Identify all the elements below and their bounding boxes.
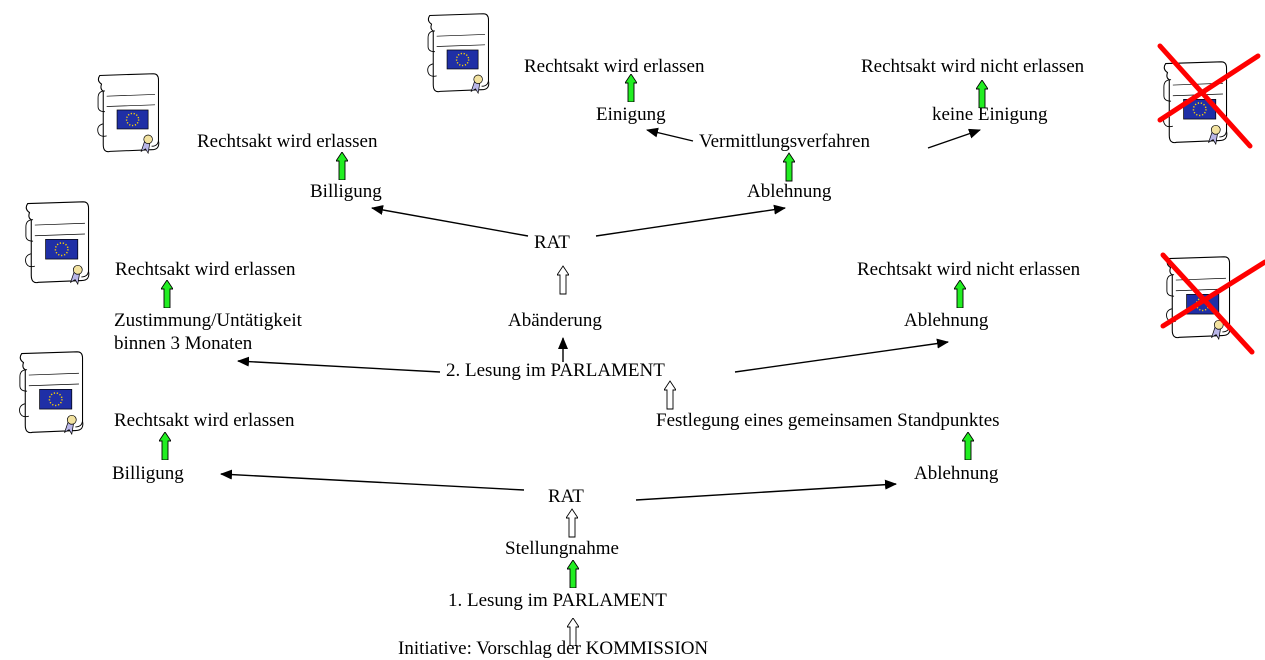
rat-label: RAT	[548, 486, 584, 507]
green-up-arrow	[567, 560, 579, 588]
scroll-document-icon	[426, 12, 490, 94]
result-label: Rechtsakt wird erlassen	[524, 56, 705, 77]
initiative-label: Initiative: Vorschlag der KOMMISSION	[398, 638, 709, 659]
red-cross-icon	[1157, 43, 1261, 149]
keine-einigung-label: keine Einigung	[932, 104, 1048, 125]
flow-arrows	[220, 127, 981, 501]
green-up-arrow	[962, 432, 974, 460]
red-cross-icon	[1160, 252, 1265, 355]
rat-label: RAT	[534, 232, 570, 253]
zustimmung-label-line1: Zustimmung/Untätigkeit	[114, 310, 302, 331]
scroll-document-icon	[24, 200, 90, 285]
result-label: Rechtsakt wird erlassen	[197, 131, 378, 152]
result-label: Rechtsakt wird erlassen	[114, 410, 295, 431]
billigung-label: Billigung	[310, 181, 382, 202]
green-up-arrow	[625, 74, 637, 102]
white-up-arrow	[664, 380, 676, 410]
white-up-arrow	[566, 508, 578, 538]
green-up-arrow	[159, 432, 171, 460]
scroll-document-icon	[18, 350, 84, 435]
ablehnung-label: Ablehnung	[747, 181, 832, 202]
stellungnahme-label: Stellungnahme	[505, 538, 619, 559]
result-label: Rechtsakt wird erlassen	[115, 259, 296, 280]
festlegung-label: Festlegung eines gemeinsamen Standpunkte…	[656, 410, 1000, 431]
green-up-arrow	[783, 152, 795, 182]
vermittlung-label: Vermittlungsverfahren	[699, 131, 870, 152]
einigung-label: Einigung	[596, 104, 666, 125]
scroll-document-icon	[96, 72, 160, 154]
abaenderung-label: Abänderung	[508, 310, 602, 331]
zustimmung-label-line2: binnen 3 Monaten	[114, 333, 253, 354]
result-label: Rechtsakt wird nicht erlassen	[857, 259, 1081, 280]
green-up-arrow	[336, 152, 348, 180]
ablehnung-label: Ablehnung	[904, 310, 989, 331]
erste-lesung-label: 1. Lesung im PARLAMENT	[448, 590, 667, 611]
billigung-label: Billigung	[112, 463, 184, 484]
white-up-arrow	[557, 265, 569, 295]
zweite-lesung-label: 2. Lesung im PARLAMENT	[446, 360, 665, 381]
green-up-arrow	[161, 280, 173, 308]
result-label: Rechtsakt wird nicht erlassen	[861, 56, 1085, 77]
green-up-arrow	[954, 280, 966, 308]
ablehnung-label: Ablehnung	[914, 463, 999, 484]
scroll-document-icon	[1162, 60, 1228, 145]
